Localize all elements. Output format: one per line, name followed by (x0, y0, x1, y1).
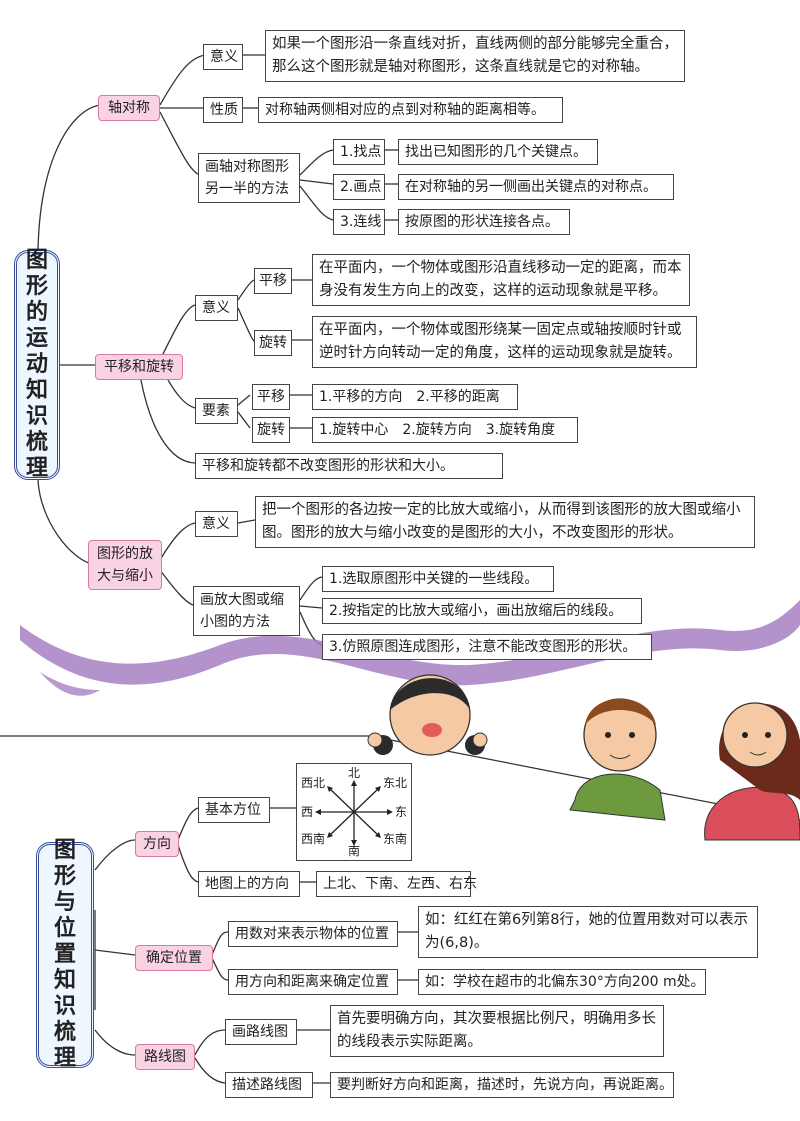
axis-symmetry-node: 轴对称 (98, 95, 160, 121)
scaling-node: 图形的放大与缩小 (88, 540, 162, 590)
rotate-label: 旋转 (254, 330, 292, 356)
compass-south: 南 (348, 844, 361, 858)
rotate-definition: 在平面内，一个物体或图形绕某一固定点或轴按顺时针或逆时针方向转动一定的角度，这样… (312, 316, 697, 368)
basic-direction-label: 基本方位 (198, 797, 270, 823)
axis-meaning-label: 意义 (203, 44, 243, 70)
pair-label: 用数对来表示物体的位置 (228, 921, 398, 947)
scale-meaning-label: 意义 (195, 511, 238, 537)
compass-arrows (315, 780, 393, 846)
compass-north: 北 (348, 766, 361, 780)
translate-label: 平移 (254, 268, 292, 294)
direction-distance-example: 如：学校在超市的北偏东30°方向200 m处。 (418, 969, 706, 995)
map-direction-text: 上北、下南、左西、右东 (316, 871, 477, 897)
wave-band (20, 600, 800, 686)
map-direction-label: 地图上的方向 (198, 871, 300, 897)
compass-northeast: 东北 (383, 776, 408, 790)
scale-step1: 1.选取原图形中关键的一些线段。 (322, 566, 554, 592)
axis-property-text: 对称轴两侧相对应的点到对称轴的距离相等。 (258, 97, 563, 123)
compass-southwest: 西南 (301, 832, 326, 846)
locate-position-node: 确定位置 (135, 945, 213, 971)
translate-elements-text: 1.平移的方向 2.平移的距离 (312, 384, 518, 410)
axis-method-label: 画轴对称图形另一半的方法 (198, 153, 300, 203)
axis-step2-label: 2.画点 (333, 174, 385, 200)
move-elements-label: 要素 (195, 398, 238, 424)
translation-rotation-node: 平移和旋转 (95, 354, 183, 380)
scale-step3: 3.仿照原图连成图形，注意不能改变图形的形状。 (322, 634, 652, 660)
axis-step3-text: 按原图的形状连接各点。 (398, 209, 570, 235)
describe-route-text: 要判断好方向和距离，描述时，先说方向，再说距离。 (330, 1072, 674, 1098)
axis-step1-text: 找出已知图形的几个关键点。 (398, 139, 598, 165)
translate-definition: 在平面内，一个物体或图形沿直线移动一定的距离，而本身没有发生方向上的改变，这样的… (312, 254, 690, 306)
compass-southeast: 东南 (383, 832, 408, 846)
move-note: 平移和旋转都不改变图形的形状和大小。 (195, 453, 503, 479)
child-left-illustration (367, 674, 488, 756)
scale-method-label: 画放大图或缩小图的方法 (193, 586, 300, 636)
child-right-illustration (704, 702, 800, 841)
compass-northwest: 西北 (301, 776, 326, 790)
rotate-elements-text: 1.旋转中心 2.旋转方向 3.旋转角度 (312, 417, 578, 443)
child-middle-illustration (569, 698, 666, 821)
axis-property-label: 性质 (203, 97, 243, 123)
rotate-element-label: 旋转 (252, 417, 290, 443)
axis-step3-label: 3.连线 (333, 209, 385, 235)
axis-meaning-text: 如果一个图形沿一条直线对折，直线两侧的部分能够完全重合，那么这个图形就是轴对称图… (265, 30, 685, 82)
direction-node: 方向 (135, 831, 179, 857)
compass-west: 西 (301, 805, 314, 819)
translate-element-label: 平移 (252, 384, 290, 410)
direction-distance-label: 用方向和距离来确定位置 (228, 969, 398, 995)
compass-diagram: 北 南 西 东 西北 东北 西南 东南 (296, 763, 412, 861)
motion-title: 图形 的运 动知 识梳 理 (14, 248, 60, 481)
compass-east: 东 (395, 805, 408, 819)
draw-route-label: 画路线图 (225, 1019, 297, 1045)
scale-meaning-text: 把一个图形的各边按一定的比放大或缩小，从而得到该图形的放大图或缩小图。图形的放大… (255, 496, 755, 548)
position-title: 图形 与位 置知 识梳 理 (36, 838, 94, 1071)
pair-example: 如：红红在第6列第8行，她的位置用数对可以表示为(6,8)。 (418, 906, 758, 958)
axis-step1-label: 1.找点 (333, 139, 385, 165)
route-map-node: 路线图 (135, 1044, 195, 1070)
describe-route-label: 描述路线图 (225, 1072, 313, 1098)
scale-step2: 2.按指定的比放大或缩小，画出放缩后的线段。 (322, 598, 642, 624)
draw-route-text: 首先要明确方向，其次要根据比例尺，明确用多长的线段表示实际距离。 (330, 1005, 664, 1057)
axis-step2-text: 在对称轴的另一侧画出关键点的对称点。 (398, 174, 674, 200)
move-meaning-label: 意义 (195, 295, 238, 321)
